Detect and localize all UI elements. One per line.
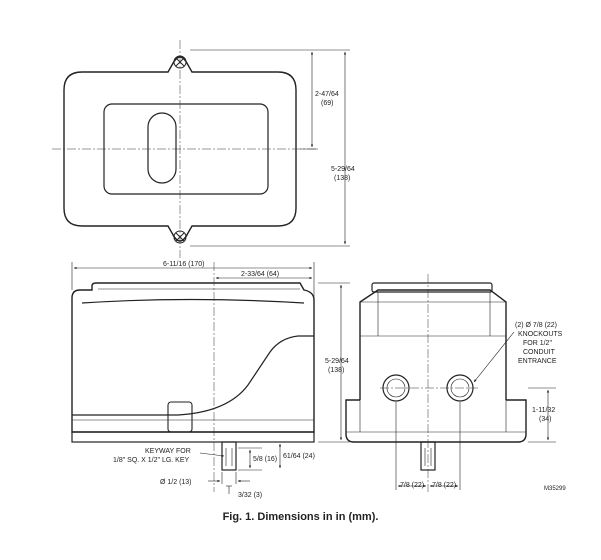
dim-top-height-upper: 2-47/64 bbox=[315, 91, 339, 98]
front-cover-curve bbox=[72, 335, 314, 416]
dim-ko-spacing-2: 7/8 (22) bbox=[432, 482, 456, 489]
side-cap bbox=[371, 282, 493, 293]
front-housing-top-band bbox=[81, 298, 305, 304]
keyway-label-line2: 1/8" SQ. X 1/2" LG. KEY bbox=[113, 457, 190, 464]
front-view-dimensions bbox=[71, 262, 350, 494]
dim-base-height-mm: (34) bbox=[539, 416, 551, 423]
dim-top-height-total-mm: (138) bbox=[334, 175, 350, 182]
dim-side-height-mm: (138) bbox=[328, 367, 344, 374]
front-shaft bbox=[221, 441, 237, 471]
top-view-dimensions bbox=[190, 49, 350, 247]
side-view-dimensions bbox=[395, 331, 556, 490]
front-view bbox=[71, 262, 315, 492]
dim-top-height-upper-mm: (69) bbox=[321, 100, 333, 107]
figure-caption: Fig. 1. Dimensions in in (mm). bbox=[222, 511, 379, 523]
front-housing-outline bbox=[71, 282, 315, 433]
front-tab bbox=[167, 401, 193, 433]
dim-top-height-total: 5-29/64 bbox=[331, 166, 355, 173]
knockout-label-line3: FOR 1/2" bbox=[523, 340, 552, 347]
knockout-label-line5: ENTRANCE bbox=[518, 358, 557, 365]
side-base-outline bbox=[345, 399, 527, 443]
side-view bbox=[345, 274, 527, 492]
top-view bbox=[52, 40, 318, 258]
side-housing-outline bbox=[359, 289, 507, 400]
knockout-label-line1: (2) Ø 7/8 (22) bbox=[515, 322, 557, 329]
dim-overall-width: 6-11/16 (170) bbox=[163, 261, 205, 268]
keyway-label-line1: KEYWAY FOR bbox=[145, 448, 191, 455]
dim-ko-spacing-1: 7/8 (22) bbox=[400, 482, 424, 489]
dim-shaft-3-32: 3/32 (3) bbox=[238, 492, 262, 499]
knockout-label-line4: CONDUIT bbox=[523, 349, 556, 356]
front-base bbox=[71, 431, 315, 443]
dim-shaft-5-8: 5/8 (16) bbox=[253, 456, 277, 463]
dim-base-height: 1-11/32 bbox=[532, 407, 555, 414]
dim-side-height: 5-29/64 bbox=[325, 358, 349, 365]
knockout-label-line2: KNOCKOUTS bbox=[518, 331, 563, 338]
top-view-outline bbox=[63, 56, 297, 242]
dim-shaft-61-64: 61/64 (24) bbox=[283, 453, 315, 460]
dim-shaft-dia: Ø 1/2 (13) bbox=[160, 479, 192, 486]
drawing-number: M35299 bbox=[544, 486, 566, 492]
dim-offset-width: 2-33/64 (64) bbox=[241, 271, 279, 278]
top-view-slot bbox=[147, 112, 177, 184]
